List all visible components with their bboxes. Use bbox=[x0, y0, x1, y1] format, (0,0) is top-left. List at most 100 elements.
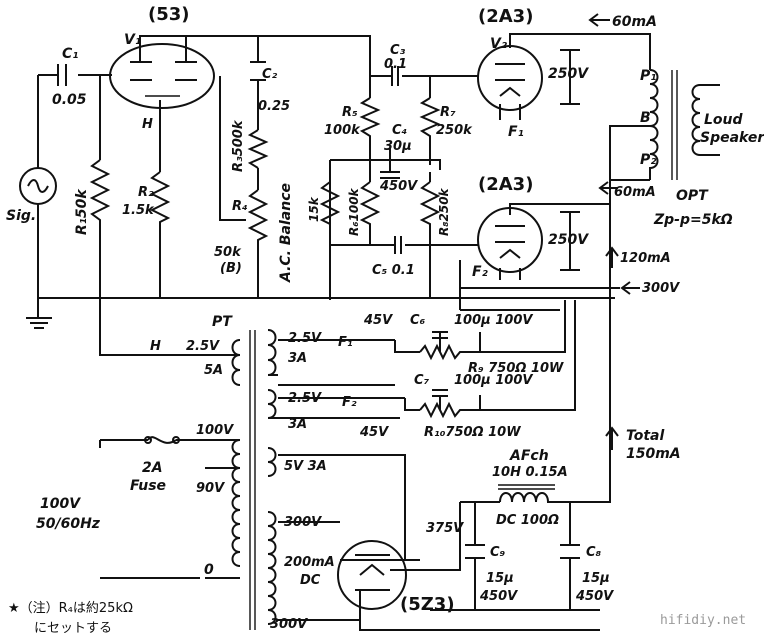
note-line-2: にセットする bbox=[34, 621, 112, 636]
output-transformer bbox=[610, 69, 720, 180]
label-100v: 100V bbox=[196, 423, 234, 438]
label-300v-right: 300V bbox=[642, 281, 680, 296]
capacitor-c2 bbox=[250, 61, 266, 81]
capacitor-c8 bbox=[560, 544, 580, 559]
resistor-r8 bbox=[419, 181, 441, 232]
label-r4: R₄ bbox=[232, 199, 248, 214]
label-c4-voltage: 450V bbox=[379, 179, 418, 194]
resistor-15k bbox=[319, 181, 341, 232]
label-fuse: Fuse bbox=[130, 478, 166, 494]
label-90v: 90V bbox=[196, 481, 225, 496]
label-pt: PT bbox=[212, 314, 233, 330]
label-c3: C₃ bbox=[390, 43, 406, 58]
label-afch-spec: 10H 0.15A bbox=[492, 465, 568, 480]
label-f2: F₂ bbox=[472, 264, 489, 280]
label-200ma: 200mA bbox=[284, 555, 335, 570]
label-5v-3a: 5V 3A bbox=[284, 459, 327, 474]
resistor-r9 bbox=[419, 343, 465, 361]
label-2-5v-c: 2.5V bbox=[288, 391, 322, 406]
afch-choke bbox=[498, 484, 555, 503]
capacitor-c7 bbox=[432, 389, 448, 397]
label-c2: C₂ bbox=[262, 67, 278, 82]
tube-label-5z3: (5Z3) bbox=[400, 594, 455, 615]
resistor-r3 bbox=[247, 129, 269, 169]
label-r-15k: 15k bbox=[307, 196, 321, 222]
label-r2: R₂ bbox=[138, 185, 154, 200]
label-c4: C₄ bbox=[392, 123, 408, 138]
label-250v-upper: 250V bbox=[548, 66, 589, 82]
note-line-1: ★（注）R₄は約25kΩ bbox=[8, 601, 133, 616]
label-mains-v: 100V bbox=[40, 496, 81, 512]
label-2-5v-a: 2.5V bbox=[186, 339, 220, 354]
label-c9-voltage: 450V bbox=[479, 589, 518, 604]
label-c6-value: 100μ 100V bbox=[454, 313, 533, 328]
label-c3-value: 0.1 bbox=[384, 57, 407, 72]
text-labels: (53) (2A3) (2A3) (5Z3) V₁ V₂ H C₁ 0.05 S… bbox=[6, 4, 764, 636]
label-c7-value: 100μ 100V bbox=[454, 373, 533, 388]
tube-label-2a3-upper: (2A3) bbox=[478, 6, 533, 27]
label-zpp: Zp-p=5kΩ bbox=[653, 212, 733, 228]
capacitor-c9 bbox=[465, 544, 485, 559]
label-r7-value: 250k bbox=[436, 123, 473, 138]
resistor-r4 bbox=[247, 189, 269, 248]
label-c6: C₆ bbox=[410, 313, 426, 328]
tube-label-53: (53) bbox=[148, 4, 190, 25]
label-300v-upper: 300V bbox=[284, 515, 322, 530]
label-c8-value: 15μ bbox=[582, 571, 610, 586]
label-f1-pt: F₁ bbox=[338, 335, 353, 350]
label-p1: P₁ bbox=[640, 68, 656, 84]
label-c7: C₇ bbox=[414, 373, 430, 388]
label-c2-value: 0.25 bbox=[258, 99, 290, 114]
resistor-r10 bbox=[419, 401, 465, 419]
resistor-r2 bbox=[149, 171, 171, 226]
label-45v-b: 45V bbox=[359, 425, 389, 440]
label-loud: Loud bbox=[704, 112, 744, 128]
label-fuse-rating: 2A bbox=[142, 460, 163, 476]
label-c9: C₉ bbox=[490, 545, 506, 560]
capacitor-c6 bbox=[432, 331, 448, 339]
label-r3: R₃500k bbox=[231, 119, 246, 172]
output-tube-2a3-lower bbox=[477, 207, 543, 273]
label-3a-a: 3A bbox=[288, 351, 307, 366]
label-60ma-mid: 60mA bbox=[614, 185, 656, 200]
output-tube-2a3-upper bbox=[477, 45, 543, 111]
current-arrows bbox=[560, 13, 640, 450]
label-p2: P₂ bbox=[640, 152, 657, 168]
label-300v-lower: 300V bbox=[270, 617, 308, 632]
rectifier-tube-5z3 bbox=[337, 540, 407, 610]
power-transformer-windings bbox=[231, 329, 278, 625]
label-5a: 5A bbox=[204, 363, 223, 378]
resistor-r5 bbox=[359, 97, 381, 142]
fuse bbox=[144, 436, 180, 444]
label-c1: C₁ bbox=[62, 46, 78, 62]
label-h: H bbox=[142, 117, 153, 132]
label-c8: C₈ bbox=[586, 545, 602, 560]
label-r1: R₁50k bbox=[74, 188, 90, 235]
watermark: hifidiy.net bbox=[660, 613, 746, 628]
label-mains-hz: 50/60Hz bbox=[36, 516, 101, 532]
label-r4-b: (B) bbox=[220, 261, 242, 276]
label-v1: V₁ bbox=[124, 32, 141, 48]
label-total: Total bbox=[626, 428, 665, 444]
label-3a-b: 3A bbox=[288, 417, 307, 432]
label-120ma: 120mA bbox=[620, 251, 671, 266]
label-f1: F₁ bbox=[508, 124, 524, 140]
label-speaker: Speaker bbox=[700, 130, 764, 146]
label-dc-100: DC 100Ω bbox=[496, 513, 559, 528]
label-60ma-top: 60mA bbox=[612, 14, 657, 30]
label-r5-value: 100k bbox=[324, 123, 361, 138]
label-v2: V₂ bbox=[490, 36, 508, 52]
label-r6: R₆100k bbox=[347, 187, 361, 236]
label-250v-lower: 250V bbox=[548, 232, 589, 248]
resistor-r6 bbox=[359, 181, 381, 232]
label-sig: Sig. bbox=[6, 208, 36, 224]
label-c5: C₅ 0.1 bbox=[372, 263, 415, 278]
label-r2-value: 1.5k bbox=[122, 203, 155, 218]
resistor-r7 bbox=[419, 97, 441, 142]
label-r4-value: 50k bbox=[214, 245, 242, 260]
label-b: B bbox=[640, 110, 651, 126]
label-dc: DC bbox=[300, 573, 321, 588]
label-c8-voltage: 450V bbox=[575, 589, 614, 604]
